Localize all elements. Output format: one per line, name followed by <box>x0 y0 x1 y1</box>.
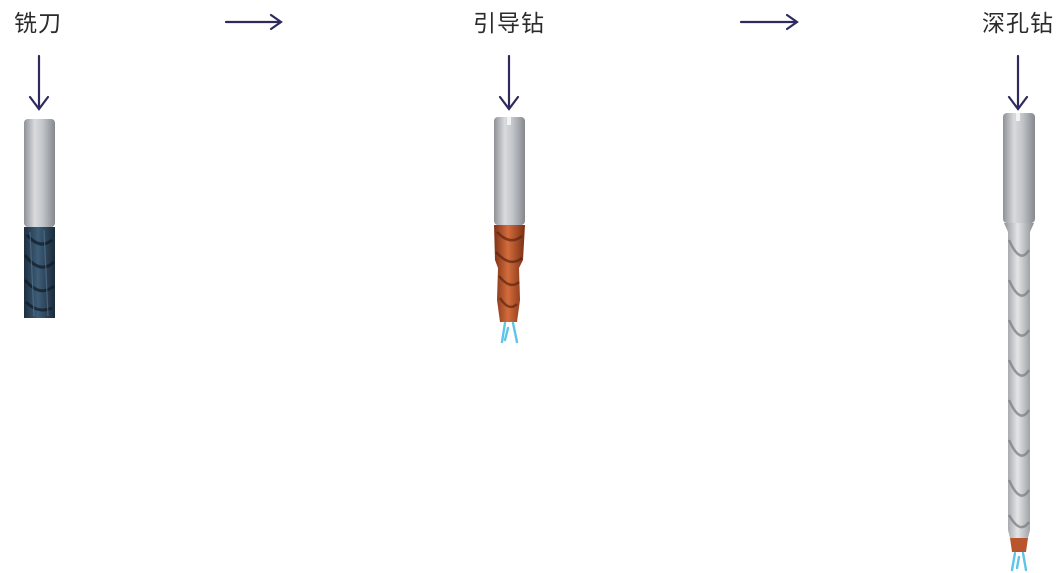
arrow-right-icon <box>739 13 799 31</box>
deep-hole-drill-tool <box>1003 113 1035 572</box>
arrow-down-icon <box>1007 54 1029 111</box>
end-mill-tool <box>23 119 56 318</box>
pilot-drill-tool <box>494 117 525 344</box>
arrow-right-icon <box>224 13 283 31</box>
step-label-deep-hole-drill: 深孔钻 <box>982 11 1054 37</box>
step-label-pilot-drill: 引导钻 <box>473 11 545 37</box>
arrow-down-icon <box>28 54 50 111</box>
arrow-down-icon <box>498 54 520 111</box>
step-label-end-mill: 铣刀 <box>14 11 62 37</box>
